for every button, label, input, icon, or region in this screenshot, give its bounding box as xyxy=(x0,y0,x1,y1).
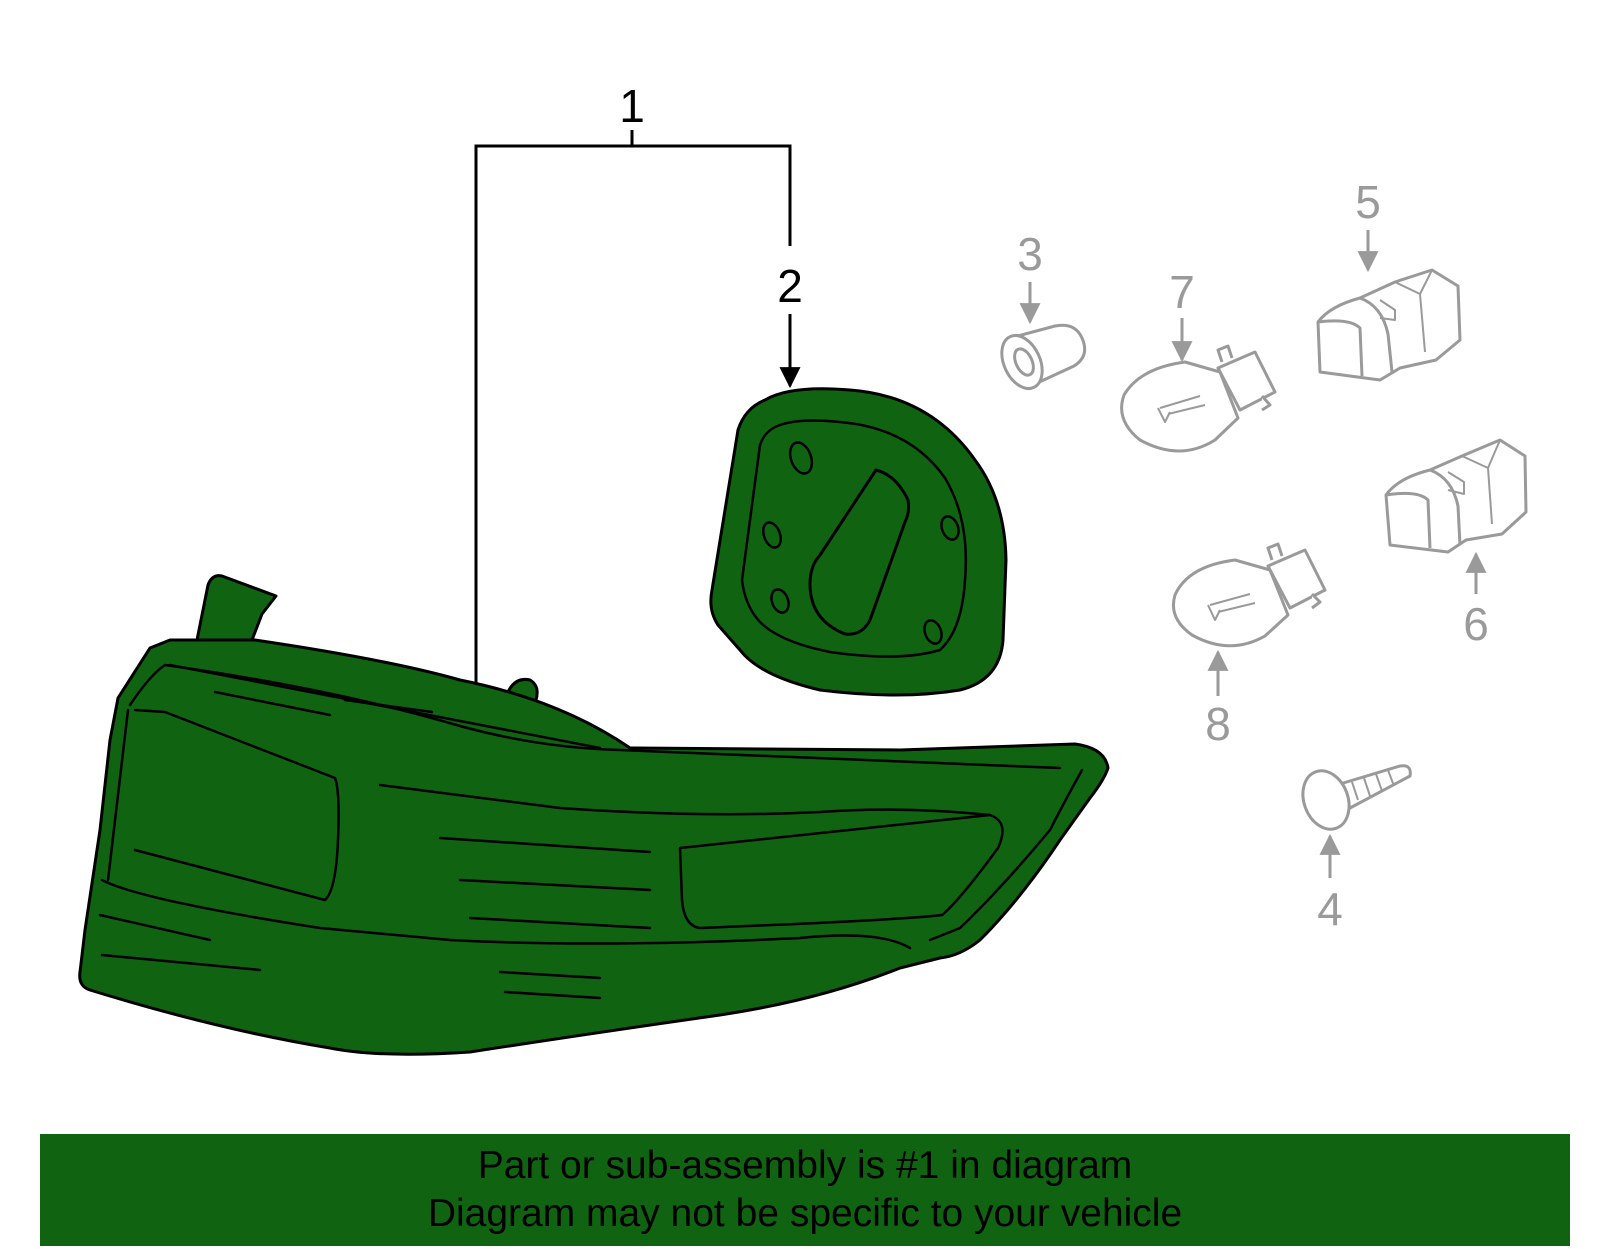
callout-1-leader xyxy=(465,130,792,707)
grommet-part xyxy=(1000,323,1087,390)
callout-6: 6 xyxy=(1463,598,1489,650)
footer-line-1: Part or sub-assembly is #1 in diagram xyxy=(477,1144,1133,1187)
socket-5-part xyxy=(1316,268,1462,382)
callout-5: 5 xyxy=(1355,176,1381,228)
footer-line-2: Diagram may not be specific to your vehi… xyxy=(427,1192,1183,1235)
callout-8: 8 xyxy=(1205,698,1231,750)
callout-7: 7 xyxy=(1169,266,1195,318)
callout-2: 2 xyxy=(777,260,803,312)
callout-1: 1 xyxy=(619,80,645,132)
socket-6-part xyxy=(1384,438,1528,554)
lamp-socket-gasket xyxy=(709,387,1008,697)
callout-4: 4 xyxy=(1317,883,1343,935)
bulb-8-part xyxy=(1171,542,1327,648)
callout-3: 3 xyxy=(1017,228,1043,280)
tail-lamp-assembly xyxy=(78,574,1110,1056)
footer-banner: Part or sub-assembly is #1 in diagram Di… xyxy=(40,1134,1570,1246)
screw-part xyxy=(1301,764,1412,831)
bulb-7-part xyxy=(1120,344,1277,453)
